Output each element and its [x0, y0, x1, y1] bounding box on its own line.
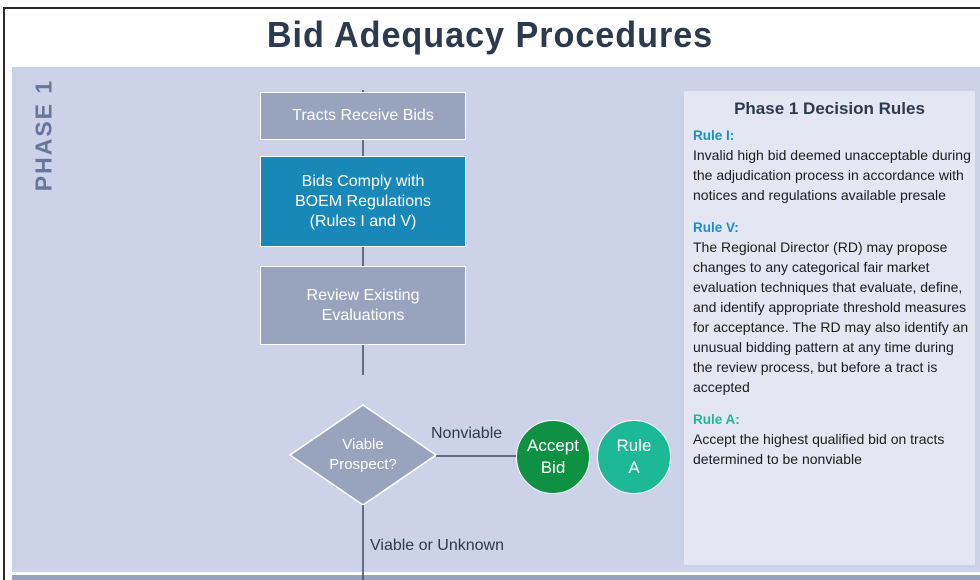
node-bids-comply: Bids Comply with BOEM Regulations (Rules…	[260, 156, 466, 247]
frame-top-border	[3, 7, 980, 9]
node-label-line: BOEM Regulations	[294, 192, 432, 210]
rule-item-a: Rule A: Accept the highest qualified bid…	[693, 411, 975, 469]
node-label-line: Prospect?	[329, 456, 397, 473]
rule-name: Rule A:	[693, 412, 740, 427]
node-tracts-receive-bids: Tracts Receive Bids	[260, 92, 466, 140]
edge-label-viable-or-unknown: Viable or Unknown	[370, 537, 505, 554]
rule-name: Rule I:	[693, 128, 735, 143]
node-label: Tracts Receive Bids	[292, 107, 434, 124]
node-review-existing: Review Existing Evaluations	[260, 266, 466, 345]
node-viable-prospect-label: Viable Prospect?	[313, 435, 413, 475]
page-title: Bid Adequacy Procedures	[266, 14, 714, 55]
node-label-line: Bids Comply with	[301, 172, 425, 190]
node-accept-bid: Accept Bid	[516, 420, 590, 494]
node-label-line: Rule	[616, 436, 652, 455]
node-label-line: Accept	[527, 436, 579, 455]
rule-item-v: Rule V: The Regional Director (RD) may p…	[693, 219, 975, 397]
rules-panel-title: Phase 1 Decision Rules	[734, 99, 925, 118]
rule-item-i: Rule I: Invalid high bid deemed unaccept…	[693, 127, 975, 205]
rule-name: Rule V:	[693, 220, 739, 235]
frame-left-border	[3, 8, 5, 580]
node-label-line: Evaluations	[321, 306, 405, 324]
node-label-line: (Rules I and V)	[309, 212, 417, 230]
edge-label-nonviable: Nonviable	[431, 425, 503, 442]
node-label-line: Bid	[540, 458, 566, 477]
node-label-line: A	[628, 458, 640, 477]
decision-rules-panel: Phase 1 Decision Rules Rule I: Invalid h…	[684, 91, 975, 565]
rule-text: Accept the highest qualified bid on trac…	[693, 431, 945, 467]
node-label-line: Viable	[342, 436, 384, 453]
next-phase-edge	[12, 575, 980, 580]
rule-text: Invalid high bid deemed unacceptable dur…	[693, 147, 971, 203]
rule-text: The Regional Director (RD) may propose c…	[693, 239, 969, 395]
node-rule-a: Rule A	[597, 420, 671, 494]
node-label-line: Review Existing	[306, 286, 420, 304]
